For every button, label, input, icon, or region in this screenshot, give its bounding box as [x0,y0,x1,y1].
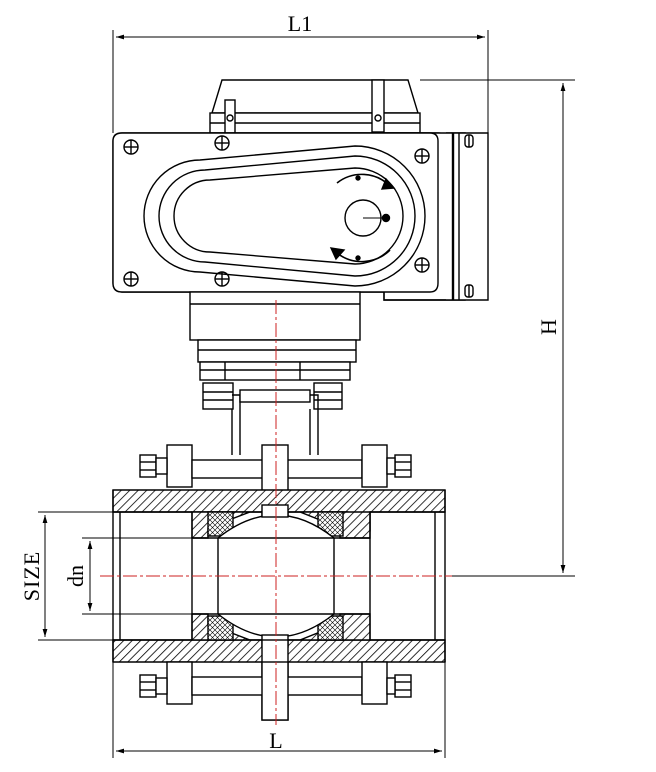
screw-icon [214,135,230,151]
position-indicator-cover [143,145,426,287]
screw-icon [123,271,139,287]
screw-icon [414,257,430,273]
stem-upper [261,504,289,518]
top-cover [209,79,421,134]
dimension-lines [38,30,575,758]
dimension-label-h: H [536,319,561,335]
housing-screws [123,135,430,287]
screw-icon [414,148,430,164]
upper-bolts [139,444,412,516]
dimension-label-l: L [269,728,282,753]
actuator [112,79,489,455]
actuator-housing [112,132,489,301]
dimension-label-size: SIZE [19,551,44,601]
lower-bolts [139,639,412,721]
centerlines [100,300,452,725]
valve-body [112,444,446,721]
dimension-label-dn: dn [63,565,88,587]
mounting-bracket [189,291,361,455]
screw-icon [123,139,139,155]
dimension-label-l1: L1 [288,11,312,36]
